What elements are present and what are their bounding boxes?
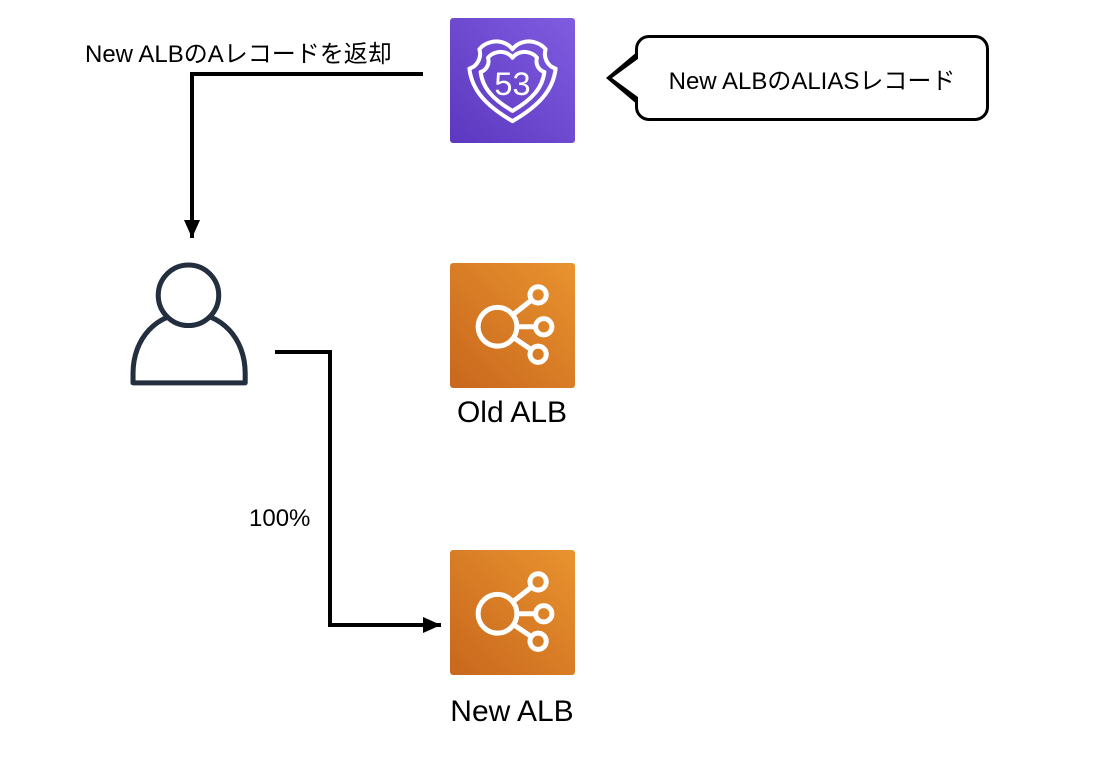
user-icon xyxy=(128,260,254,386)
route53-badge-number: 53 xyxy=(494,66,530,102)
load-balancer-glyph xyxy=(475,571,555,652)
traffic-percent-label: 100% xyxy=(249,505,311,532)
old-alb-icon xyxy=(450,263,575,388)
new-alb-label: New ALB xyxy=(450,695,574,728)
old-alb-label: Old ALB xyxy=(456,396,568,429)
return-a-record-label: New ALBのAレコードを返却 xyxy=(85,41,392,68)
load-balancer-glyph xyxy=(475,284,555,365)
route53-icon: 53 xyxy=(450,18,575,143)
user-head xyxy=(155,262,222,329)
arrow-user-to-new-alb xyxy=(275,350,441,633)
alias-record-callout: New ALBのALIASレコード xyxy=(635,35,989,121)
alias-record-label: New ALBのALIASレコード xyxy=(668,67,956,95)
new-alb-icon xyxy=(450,550,575,675)
arrow-route53-to-user xyxy=(184,72,423,238)
route53-shield xyxy=(467,39,558,124)
